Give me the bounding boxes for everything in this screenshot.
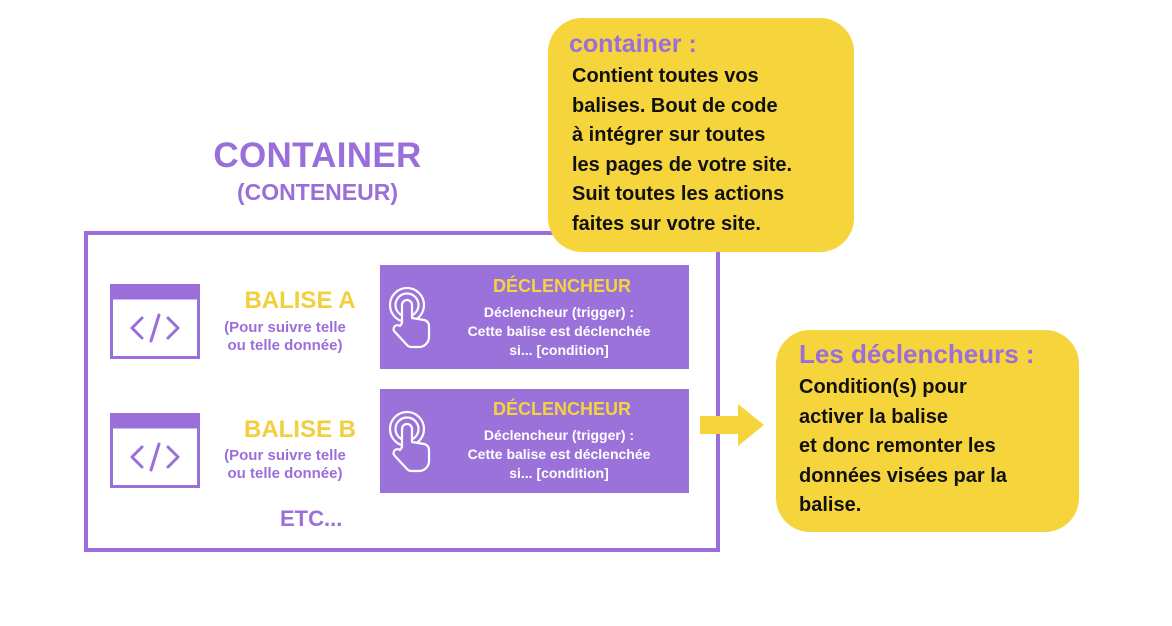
trigger-b-title: DÉCLENCHEUR [492, 399, 631, 419]
code-window-icon [110, 413, 200, 488]
callout-triggers-line: Condition(s) pour [799, 376, 967, 398]
callout-container-heading: container : [569, 30, 697, 58]
balise-a-desc-line2: ou telle donnée) [227, 337, 343, 354]
container-title: CONTAINER [213, 136, 422, 175]
callout-triggers-line: données visées par la [799, 464, 1007, 487]
balise-b-name: BALISE B [243, 416, 356, 443]
trigger-a-line1: Déclencheur (trigger) : [483, 304, 635, 320]
callout-triggers [776, 330, 1079, 532]
balise-b-desc-line1: (Pour suivre telle [224, 447, 346, 464]
callout-container-line: faites sur votre site. [572, 213, 761, 235]
trigger-b-line3: si... [condition] [509, 465, 609, 481]
balise-a-name: BALISE A [244, 287, 356, 314]
trigger-a-title: DÉCLENCHEUR [492, 276, 631, 296]
callout-triggers-line: balise. [799, 494, 862, 517]
callout-container [548, 18, 854, 252]
trigger-b-line2: Cette balise est déclenchée [467, 446, 651, 462]
callout-container-line: à intégrer sur toutes [572, 124, 766, 147]
container-subtitle: (CONTENEUR) [237, 179, 398, 205]
trigger-box-a [380, 265, 689, 369]
callout-container-line: balises. Bout de code [572, 94, 778, 117]
callout-triggers-line: et donc remonter les [799, 435, 996, 458]
touch-tap-icon [385, 409, 439, 473]
balise-a-desc-line1: (Pour suivre telle [224, 319, 346, 336]
callout-triggers-line: activer la balise [799, 405, 948, 428]
trigger-a-line3: si... [condition] [509, 342, 609, 358]
callout-container-line: les pages de votre site. [572, 153, 793, 176]
balise-b-desc-line2: ou telle donnée) [227, 465, 343, 482]
etc-label: ETC... [280, 506, 343, 531]
trigger-b-line1: Déclencheur (trigger) : [483, 427, 635, 443]
arrow-right-icon [700, 402, 766, 448]
touch-tap-icon [385, 285, 439, 349]
code-window-icon [110, 284, 200, 359]
callout-container-line: Contient toutes vos [572, 65, 759, 87]
trigger-a-line2: Cette balise est déclenchée [467, 323, 651, 339]
trigger-box-b [380, 389, 689, 493]
callout-triggers-heading: Les déclencheurs : [799, 339, 1035, 369]
callout-container-line: Suit toutes les actions [572, 183, 785, 206]
